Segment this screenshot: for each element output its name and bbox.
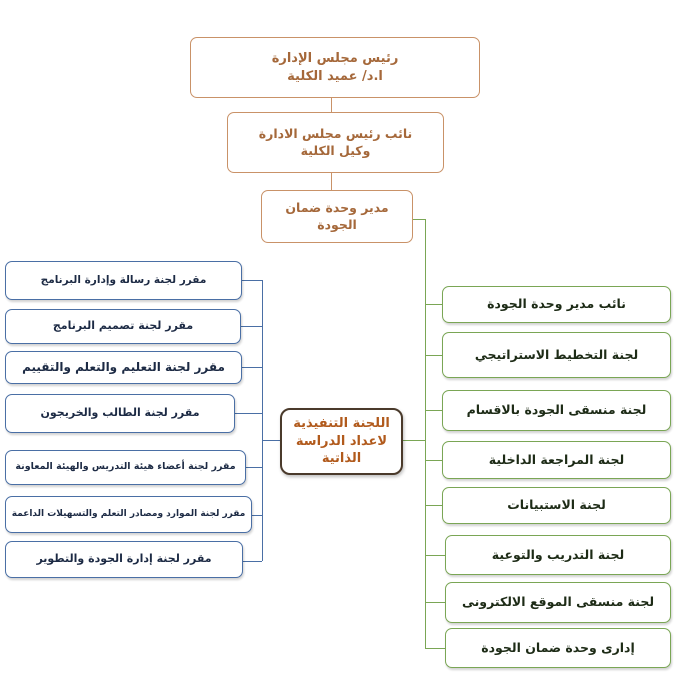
quality-director-box: مدير وحدة ضمان الجودة bbox=[261, 190, 413, 243]
left-branch bbox=[234, 413, 262, 414]
executive-committee-box: اللجنة التنفيذية لاعداد الدراسة الذاتية bbox=[280, 408, 403, 475]
right-branch bbox=[425, 304, 442, 305]
right-committee-label: لجنة المراجعة الداخلية bbox=[488, 451, 625, 467]
right-branch bbox=[425, 602, 445, 603]
left-branch bbox=[240, 326, 262, 327]
right-committee-label: نائب مدير وحدة الجودة bbox=[487, 296, 626, 312]
quality-director-line2: الجودة bbox=[317, 216, 357, 232]
left-branch bbox=[242, 561, 262, 562]
left-committee-label: مقرر لجنة إدارة الجودة والتطوير bbox=[36, 552, 212, 566]
right-committee-label: لجنة التدريب والتوعية bbox=[491, 546, 625, 562]
left-committee-label: مقرر لجنة رسالة وإدارة البرنامج bbox=[40, 274, 207, 287]
right-committee-item: لجنة منسقى الموقع الالكترونى bbox=[445, 582, 671, 623]
right-committee-label: لجنة منسقى الجودة بالاقسام bbox=[466, 402, 647, 418]
right-branch bbox=[425, 505, 442, 506]
right-committee-item: لجنة الاستبيانات bbox=[442, 487, 671, 524]
left-committee-item: مقرر لجنة الموارد ومصادر التعلم والتسهيل… bbox=[5, 496, 252, 533]
executive-committee-line3: الذاتية bbox=[321, 451, 362, 467]
board-chair-name: ا.د/ عميد الكلية bbox=[287, 68, 383, 84]
executive-committee-line2: لاعداد الدراسة bbox=[295, 433, 388, 449]
left-committee-item: مقرر لجنة الطالب والخريجون bbox=[5, 394, 235, 433]
left-committee-label: مقرر لجنة الطالب والخريجون bbox=[40, 406, 200, 420]
right-committee-item: نائب مدير وحدة الجودة bbox=[442, 286, 671, 323]
right-branch bbox=[425, 555, 445, 556]
left-committee-label: مقرر لجنة تصميم البرنامج bbox=[52, 319, 194, 333]
right-committee-item: لجنة التدريب والتوعية bbox=[445, 535, 671, 575]
right-spine bbox=[425, 219, 426, 649]
left-committee-item: مقرر لجنة تصميم البرنامج bbox=[5, 309, 241, 344]
connector-center-right bbox=[402, 440, 426, 441]
left-spine bbox=[262, 280, 263, 561]
right-committee-label: لجنة التخطيط الاستراتيجي bbox=[474, 346, 639, 362]
left-committee-label: مقرر لجنة أعضاء هيئة التدريس والهيئة الم… bbox=[15, 461, 236, 473]
left-committee-item: مقرر لجنة أعضاء هيئة التدريس والهيئة الم… bbox=[5, 450, 246, 485]
left-committee-item: مقرر لجنة رسالة وإدارة البرنامج bbox=[5, 261, 242, 300]
left-committee-label: مقرر لجنة التعليم والتعلم والتقييم bbox=[22, 360, 225, 375]
right-committee-item: لجنة منسقى الجودة بالاقسام bbox=[442, 390, 671, 431]
right-branch bbox=[425, 355, 442, 356]
connector-chair-vice bbox=[331, 97, 332, 113]
left-branch bbox=[241, 367, 262, 368]
left-committee-item: مقرر لجنة إدارة الجودة والتطوير bbox=[5, 541, 243, 578]
right-committee-item: إدارى وحدة ضمان الجودة bbox=[445, 628, 671, 668]
board-chair-title: رئيس مجلس الإدارة bbox=[271, 50, 399, 66]
left-branch bbox=[251, 515, 262, 516]
right-branch bbox=[425, 648, 445, 649]
right-committee-label: إدارى وحدة ضمان الجودة bbox=[481, 639, 635, 655]
executive-committee-line1: اللجنة التنفيذية bbox=[293, 416, 390, 432]
left-branch bbox=[241, 280, 262, 281]
vice-chair-box: نائب رئيس مجلس الادارة وكيل الكلية bbox=[227, 112, 444, 173]
connector-vice-director bbox=[331, 172, 332, 191]
right-committee-item: لجنة المراجعة الداخلية bbox=[442, 441, 671, 479]
vice-chair-title: نائب رئيس مجلس الادارة bbox=[258, 125, 413, 141]
connector-director-right bbox=[412, 219, 426, 220]
quality-director-line1: مدير وحدة ضمان bbox=[285, 199, 389, 215]
left-committee-item: مقرر لجنة التعليم والتعلم والتقييم bbox=[5, 351, 242, 384]
connector-center-left bbox=[262, 440, 281, 441]
board-chair-box: رئيس مجلس الإدارة ا.د/ عميد الكلية bbox=[190, 37, 480, 98]
vice-chair-name: وكيل الكلية bbox=[300, 142, 371, 158]
right-committee-label: لجنة منسقى الموقع الالكترونى bbox=[461, 594, 655, 610]
left-branch bbox=[245, 467, 262, 468]
right-branch bbox=[425, 410, 442, 411]
left-committee-label: مقرر لجنة الموارد ومصادر التعلم والتسهيل… bbox=[11, 509, 246, 520]
right-committee-item: لجنة التخطيط الاستراتيجي bbox=[442, 332, 671, 378]
right-committee-label: لجنة الاستبيانات bbox=[507, 497, 606, 513]
right-branch bbox=[425, 460, 442, 461]
